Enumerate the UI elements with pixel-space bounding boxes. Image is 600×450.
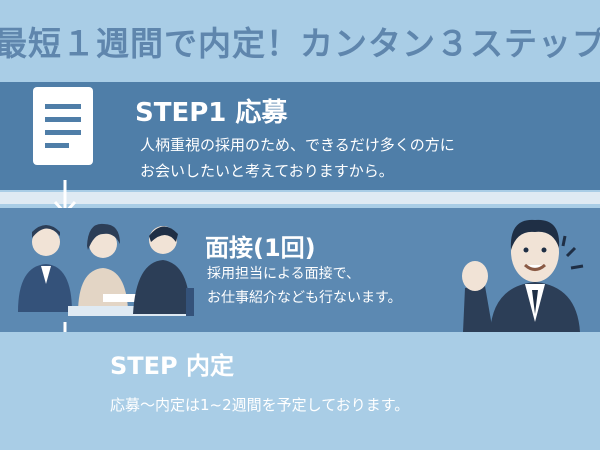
step-separator [0, 192, 600, 204]
step-1-line-1: 人柄重視の採用のため、できるだけ多くの方に [140, 136, 455, 154]
step-3-heading: STEP 内定 [110, 352, 234, 380]
step-2-line-1: 採用担当による面接で、 [207, 266, 361, 282]
interview-illustration [18, 223, 194, 316]
step-3-line-1: 応募～内定は1~2週間を予定しております。 [110, 396, 410, 414]
document-icon [33, 87, 93, 165]
step-2-description: 採用担当による面接で、 お仕事紹介なども行ないます。 [207, 262, 402, 310]
step-2-heading: 面接(1回) [205, 234, 316, 262]
step-1-heading: STEP1 応募 [135, 98, 288, 128]
step-1-description: 人柄重視の採用のため、できるだけ多くの方に お会いしたいと考えておりますから。 [140, 132, 455, 184]
businessman-icon [462, 219, 584, 332]
step-2-line-2: お仕事紹介なども行ないます。 [207, 290, 402, 306]
step-3-description: 応募～内定は1~2週間を予定しております。 [110, 392, 409, 418]
step-1-panel [0, 82, 600, 190]
step-1-line-2: お会いしたいと考えておりますから。 [140, 162, 394, 180]
page-title: 最短１週間で内定！カンタン３ステップ [0, 24, 600, 63]
step-3-panel [0, 332, 600, 450]
